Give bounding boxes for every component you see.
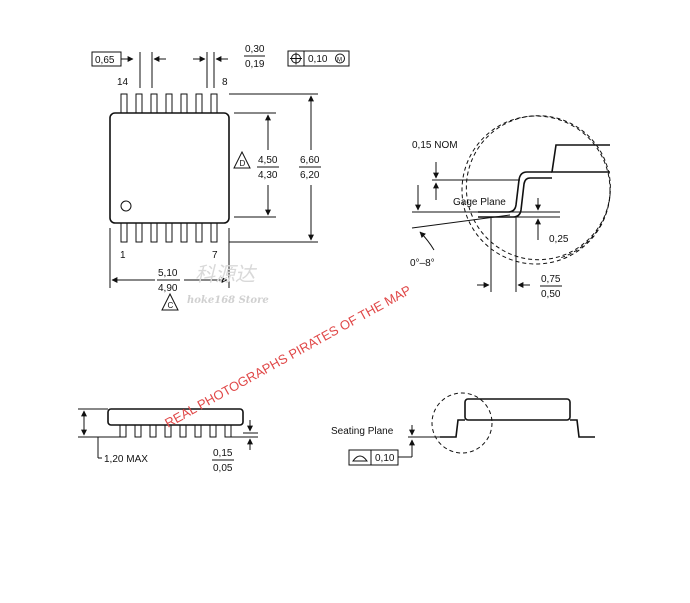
body-width-max-label: 4,50	[258, 155, 278, 166]
detail-callout-circle	[431, 392, 493, 454]
lead-width-min-label: 0,19	[245, 59, 265, 70]
pin-1-label: 1	[120, 250, 126, 261]
standoff-max-label: 0,15	[213, 448, 233, 459]
store-watermark-cn: 科源达	[195, 262, 258, 286]
body-length-min-label: 4,90	[158, 283, 178, 294]
svg-text:M: M	[337, 58, 342, 64]
note-c-label: C	[168, 301, 174, 310]
note-c-triangle-icon	[161, 292, 179, 311]
lead-width-max-label: 0,30	[245, 44, 265, 55]
top-leads	[120, 93, 218, 114]
angle-label: 0°–8°	[410, 258, 435, 269]
foot-min-label: 0,50	[541, 289, 561, 300]
angle-ref-line	[411, 214, 511, 229]
lead-pitch-label: 0,65	[95, 55, 115, 66]
store-watermark-en: hoke168 Store	[187, 295, 269, 306]
bottom-leads	[120, 222, 218, 243]
detail-circle-outline	[461, 115, 611, 265]
seating-lead-left	[440, 419, 465, 438]
pin1-indicator	[120, 200, 132, 212]
overall-width-min-label: 6,20	[300, 170, 320, 181]
pin-14-label: 14	[117, 77, 129, 88]
gage-plane-label: Gage Plane	[453, 197, 506, 208]
detail-circle	[465, 115, 611, 261]
standoff-min-label: 0,05	[213, 463, 233, 474]
package-body-side	[107, 408, 244, 426]
profile-symbol-icon	[352, 455, 368, 462]
detail-body-corner	[551, 144, 610, 173]
overall-width-max-label: 6,60	[300, 155, 320, 166]
side-view: 1,20 MAX 0,15 0,05	[78, 408, 258, 474]
position-tolerance-frame	[287, 50, 350, 67]
foot-max-label: 0,75	[541, 274, 561, 285]
note-d-label: D	[240, 159, 246, 168]
coplanarity-label: 0,10	[375, 453, 395, 464]
seating-lead-right	[570, 419, 595, 438]
package-body-seating	[464, 398, 571, 421]
angle-arc	[419, 231, 435, 251]
detail-view: 0,15 NOM Gage Plane 0,25 0°–8° 0,75 0,50	[410, 115, 611, 300]
height-max-label: 1,20 MAX	[104, 454, 148, 465]
mmc-modifier-icon	[335, 53, 345, 64]
top-view: 0,65 0,30 0,19 0,10 M 14 8 1 7	[91, 44, 350, 311]
gage-dim-label: 0,25	[549, 234, 569, 245]
body-length-max-label: 5,10	[158, 268, 178, 279]
package-body-top	[109, 112, 230, 224]
nom-label: 0,15 NOM	[412, 140, 458, 151]
side-leads	[119, 424, 232, 438]
pin-7-label: 7	[212, 250, 218, 261]
position-tolerance-label: 0,10	[308, 54, 328, 65]
note-d-triangle-icon	[233, 150, 251, 169]
seating-plane-label: Seating Plane	[331, 426, 394, 437]
body-width-min-label: 4,30	[258, 170, 278, 181]
pin-8-label: 8	[222, 77, 228, 88]
seating-plane-view: Seating Plane 0,10	[331, 392, 595, 466]
